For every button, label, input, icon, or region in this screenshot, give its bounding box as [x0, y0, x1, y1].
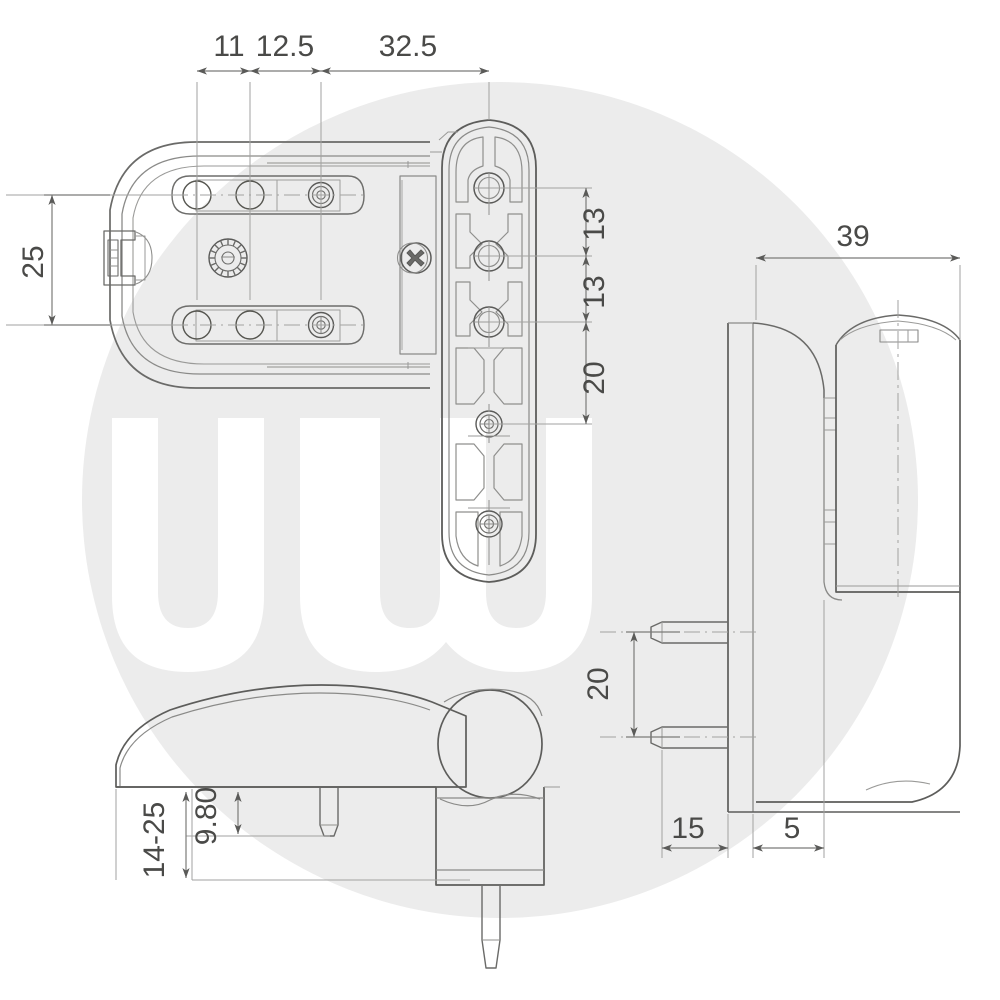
dimension-text-group: 11 12.5 32.5 25 13 13 20 14-25 9.80 39 2… [17, 30, 870, 878]
dim-5-text: 5 [784, 812, 801, 845]
dim-15-text: 15 [671, 812, 704, 845]
dim-20-a-text: 20 [578, 361, 611, 394]
spindle-pin-long [481, 886, 501, 969]
faceplate-screw-hole [475, 510, 503, 538]
knurled-disc [208, 238, 248, 278]
dim-14-25-text: 14-25 [138, 802, 171, 879]
dimension-lines [44, 67, 960, 878]
dim-13-b-text: 13 [578, 275, 611, 308]
dim-39-text: 39 [836, 220, 869, 253]
centerlines [6, 82, 961, 881]
dim-32-5-text: 32.5 [379, 30, 437, 63]
dim-25-text: 25 [17, 245, 50, 278]
phillips-screw [396, 242, 432, 274]
faceplate-view [430, 119, 537, 583]
left-clip-detail [103, 230, 153, 286]
side-view [115, 684, 560, 969]
dim-11-text: 11 [213, 30, 244, 63]
dim-12-5-text: 12.5 [256, 30, 314, 63]
dim-13-a-text: 13 [578, 207, 611, 240]
dim-9-80-text: 9.80 [190, 787, 223, 845]
dim-20-b-text: 20 [582, 667, 615, 700]
uw-logo-watermark [82, 82, 918, 918]
